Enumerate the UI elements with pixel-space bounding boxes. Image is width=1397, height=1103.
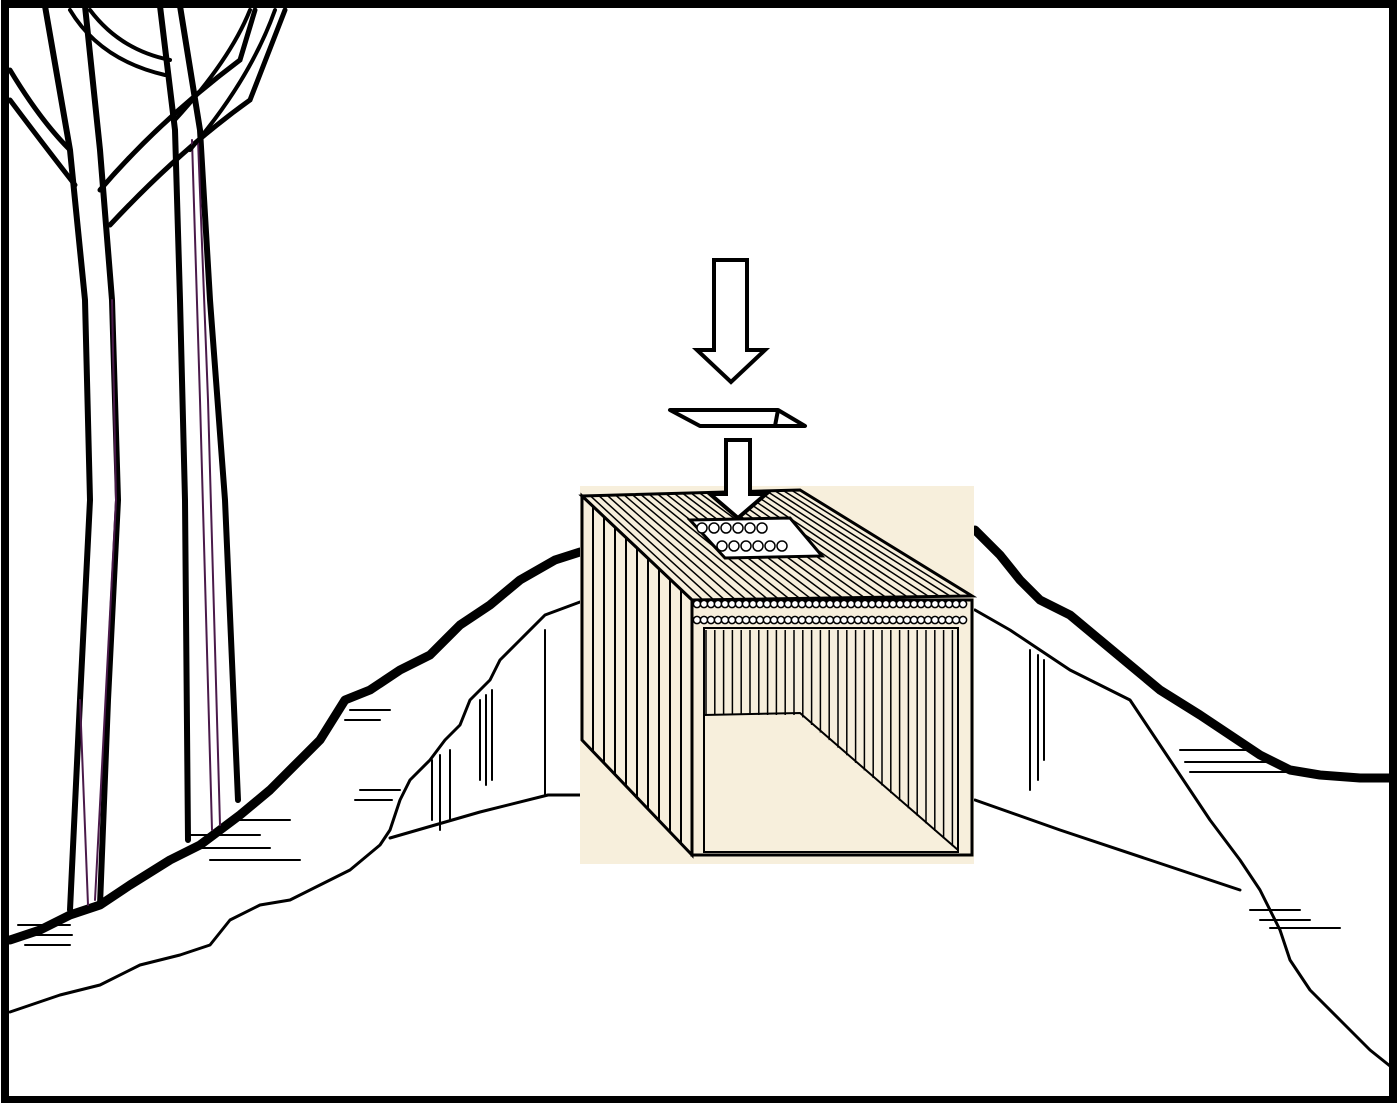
log-end — [777, 541, 787, 551]
log-end — [847, 616, 854, 623]
log-end — [840, 600, 847, 607]
log-end — [742, 600, 749, 607]
log-end — [798, 600, 805, 607]
log-end — [959, 600, 966, 607]
log-end — [717, 541, 727, 551]
log-end — [889, 616, 896, 623]
log-end — [861, 600, 868, 607]
log-end — [693, 600, 700, 607]
log-end — [903, 600, 910, 607]
log-end — [763, 616, 770, 623]
log-end — [854, 600, 861, 607]
log-end — [826, 616, 833, 623]
log-end — [819, 616, 826, 623]
log-end — [735, 600, 742, 607]
log-end — [721, 523, 731, 533]
log-end — [833, 600, 840, 607]
log-end — [742, 616, 749, 623]
log-end — [700, 600, 707, 607]
log-end — [882, 600, 889, 607]
log-end — [875, 616, 882, 623]
log-end — [709, 523, 719, 533]
log-end — [952, 616, 959, 623]
log-end — [721, 616, 728, 623]
log-end — [812, 600, 819, 607]
log-end — [791, 616, 798, 623]
log-end — [707, 600, 714, 607]
log-end — [763, 600, 770, 607]
log-end — [861, 616, 868, 623]
log-end — [889, 600, 896, 607]
log-end — [833, 616, 840, 623]
log-end — [868, 600, 875, 607]
log-end — [770, 616, 777, 623]
log-end — [756, 616, 763, 623]
log-end — [896, 600, 903, 607]
log-end — [945, 616, 952, 623]
log-end — [777, 616, 784, 623]
log-end — [875, 600, 882, 607]
log-end — [882, 616, 889, 623]
log-end — [938, 616, 945, 623]
log-end — [729, 541, 739, 551]
log-end — [753, 541, 763, 551]
log-end — [917, 600, 924, 607]
log-end — [903, 616, 910, 623]
log-end — [784, 600, 791, 607]
log-end — [952, 600, 959, 607]
log-end — [819, 600, 826, 607]
log-end — [791, 600, 798, 607]
log-end — [826, 600, 833, 607]
log-end — [805, 600, 812, 607]
log-end — [896, 616, 903, 623]
log-end — [910, 600, 917, 607]
log-end — [777, 600, 784, 607]
log-end — [959, 616, 966, 623]
log-end — [924, 600, 931, 607]
log-end — [728, 600, 735, 607]
log-end — [714, 616, 721, 623]
log-end — [733, 523, 743, 533]
log-end — [938, 600, 945, 607]
log-end — [931, 616, 938, 623]
log-end — [693, 616, 700, 623]
log-end — [854, 616, 861, 623]
log-end — [910, 616, 917, 623]
log-end — [745, 523, 755, 533]
log-end — [924, 616, 931, 623]
log-end — [812, 616, 819, 623]
log-end — [765, 541, 775, 551]
log-end — [770, 600, 777, 607]
log-end — [728, 616, 735, 623]
log-end — [714, 600, 721, 607]
log-end — [868, 616, 875, 623]
log-end — [756, 600, 763, 607]
log-end — [945, 600, 952, 607]
log-end — [721, 600, 728, 607]
log-end — [784, 616, 791, 623]
log-end — [840, 616, 847, 623]
log-end — [798, 616, 805, 623]
log-end — [757, 523, 767, 533]
log-end — [707, 616, 714, 623]
log-end — [931, 600, 938, 607]
log-end — [847, 600, 854, 607]
log-end — [917, 616, 924, 623]
log-end — [805, 616, 812, 623]
log-end — [697, 523, 707, 533]
log-end — [741, 541, 751, 551]
log-end — [735, 616, 742, 623]
log-end — [749, 616, 756, 623]
log-end — [700, 616, 707, 623]
log-shelter — [580, 486, 974, 864]
log-end — [749, 600, 756, 607]
